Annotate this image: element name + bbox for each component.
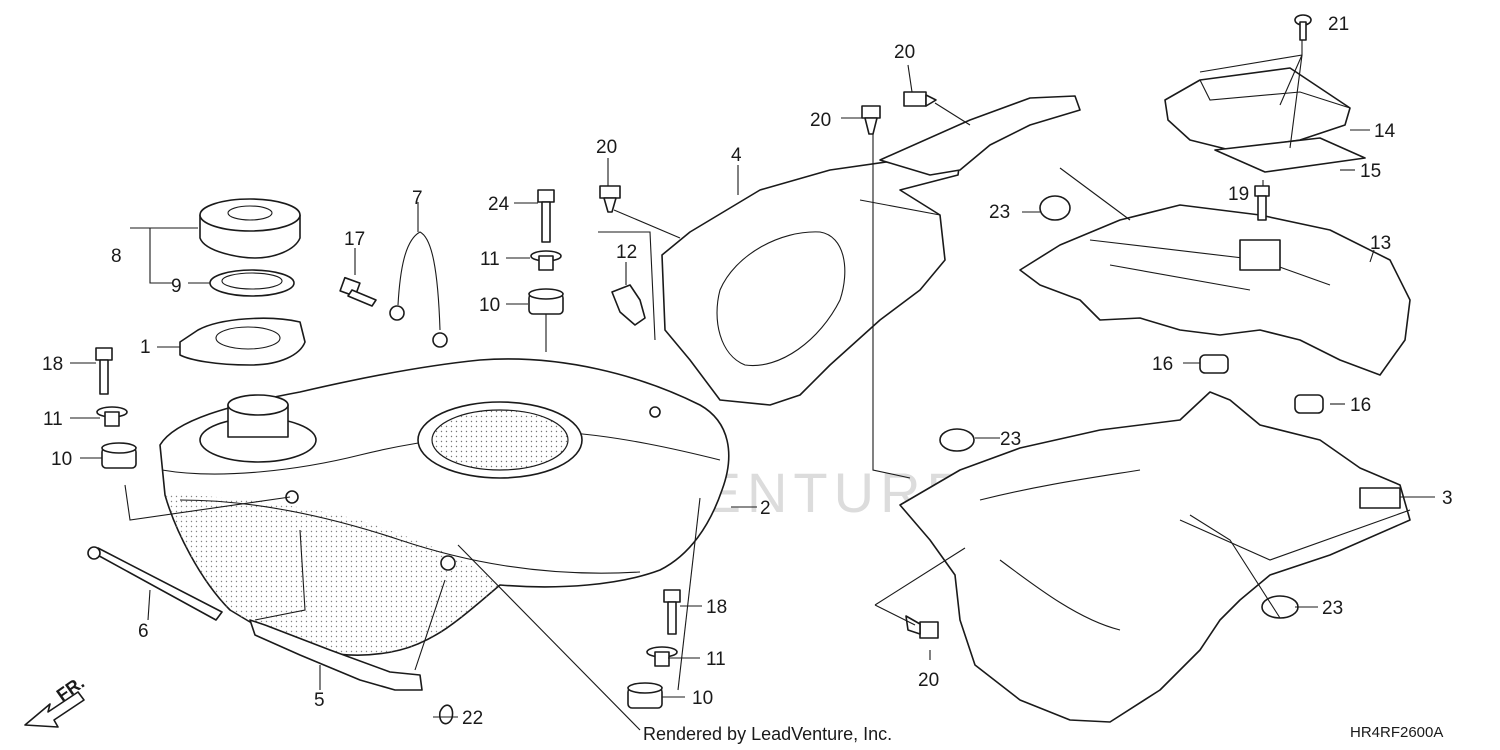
collar-11-center[interactable] [530, 250, 562, 271]
filler-bracket-body [179, 317, 306, 366]
callout-24: 24 [488, 194, 510, 215]
grommet-10-center[interactable] [528, 288, 564, 315]
callout-20-d: 20 [918, 670, 939, 691]
callout-23-upper: 23 [989, 202, 1010, 223]
diagram-code: HR4RF2600A [1350, 724, 1443, 741]
callout-labels: 1 2 3 4 5 6 7 8 9 10 10 10 11 11 11 12 1… [42, 14, 1453, 729]
holder-13[interactable] [1019, 204, 1411, 376]
fuel-cap[interactable] [199, 198, 301, 259]
tank-mount-hole-3 [649, 406, 661, 418]
collar-11-lower[interactable] [646, 646, 678, 667]
grommet-23-upper[interactable] [1039, 195, 1071, 221]
filler-bracket-hole [215, 326, 281, 350]
bolt-18-lower[interactable] [663, 589, 681, 635]
callout-9: 9 [171, 276, 182, 297]
fuel-cap-center [227, 205, 273, 221]
clip-20-d[interactable] [905, 615, 939, 639]
front-arrow-icon: FR. [24, 672, 88, 728]
callout-15: 15 [1360, 161, 1381, 182]
callout-17: 17 [344, 229, 365, 250]
grommet-10-lower[interactable] [627, 682, 663, 709]
callout-16-center: 16 [1152, 354, 1173, 375]
callout-23-lower: 23 [1322, 598, 1343, 619]
clip-20-a[interactable] [599, 185, 621, 213]
callout-10-center: 10 [479, 295, 500, 316]
filler-bracket[interactable] [179, 317, 306, 366]
callout-20-a: 20 [596, 137, 617, 158]
callout-11-center: 11 [480, 249, 500, 270]
tank-mount-hole-1 [285, 490, 299, 504]
screw-19[interactable] [1254, 185, 1270, 221]
cover-14[interactable] [1164, 67, 1351, 151]
callout-13: 13 [1370, 233, 1391, 254]
frame-bracket-4[interactable] [661, 159, 961, 406]
grommet-16-center[interactable] [1199, 354, 1229, 374]
fuel-tank-lower-seam [179, 499, 641, 574]
pump-opening [431, 409, 569, 471]
callout-20-b: 20 [810, 110, 831, 131]
fuel-tank-shadow [165, 495, 500, 656]
callout-14: 14 [1374, 121, 1396, 142]
grommet-10-left[interactable] [101, 442, 137, 469]
callout-6: 6 [138, 621, 149, 642]
grommet-23-mid[interactable] [939, 428, 975, 452]
bolt-24[interactable] [537, 189, 555, 243]
bottom-panel-3[interactable] [899, 391, 1411, 723]
callout-16-right: 16 [1350, 395, 1371, 416]
fuel-tank[interactable] [159, 358, 730, 656]
callout-7: 7 [412, 188, 423, 209]
callout-21: 21 [1328, 14, 1349, 35]
callout-8: 8 [111, 246, 122, 267]
grommet-16-right[interactable] [1294, 394, 1324, 414]
cap-gasket[interactable] [209, 269, 295, 297]
clip-12[interactable] [611, 284, 646, 326]
callout-4: 4 [731, 145, 742, 166]
callout-11-left: 11 [43, 409, 63, 430]
tank-band[interactable] [249, 619, 423, 691]
callout-11-lower: 11 [706, 649, 726, 670]
callout-1: 1 [140, 337, 151, 358]
tank-strap-rod-head [87, 546, 101, 560]
callout-18-lower: 18 [706, 597, 727, 618]
callout-10-left: 10 [51, 449, 72, 470]
callout-3: 3 [1442, 488, 1453, 509]
clip-22[interactable] [438, 704, 454, 725]
clip-20-c[interactable] [903, 91, 937, 107]
upper-frame-rail[interactable] [879, 95, 1081, 176]
callout-10-lower: 10 [692, 688, 713, 709]
gasket-15[interactable] [1214, 137, 1366, 173]
cap-gasket-inner [221, 272, 283, 290]
screw-21[interactable] [1294, 14, 1312, 41]
callout-22: 22 [462, 708, 483, 729]
leader-lines [70, 40, 1435, 731]
bolt-18-left[interactable] [95, 347, 113, 395]
ground-cable[interactable] [389, 231, 448, 348]
bolt-17[interactable] [339, 276, 377, 307]
fuel-cap-top [199, 198, 301, 232]
tank-mount-hole-2 [440, 555, 456, 571]
callout-5: 5 [314, 690, 325, 711]
callout-19: 19 [1228, 184, 1249, 205]
callout-2: 2 [760, 498, 771, 519]
callout-20-c: 20 [894, 42, 915, 63]
collar-11-left[interactable] [96, 406, 128, 427]
clip-20-b[interactable] [861, 105, 881, 135]
callout-23-mid: 23 [1000, 429, 1021, 450]
callout-12: 12 [616, 242, 637, 263]
credit-text: Rendered by LeadVenture, Inc. [643, 724, 892, 744]
callout-18-left: 18 [42, 354, 63, 375]
filler-neck-top [227, 394, 289, 416]
